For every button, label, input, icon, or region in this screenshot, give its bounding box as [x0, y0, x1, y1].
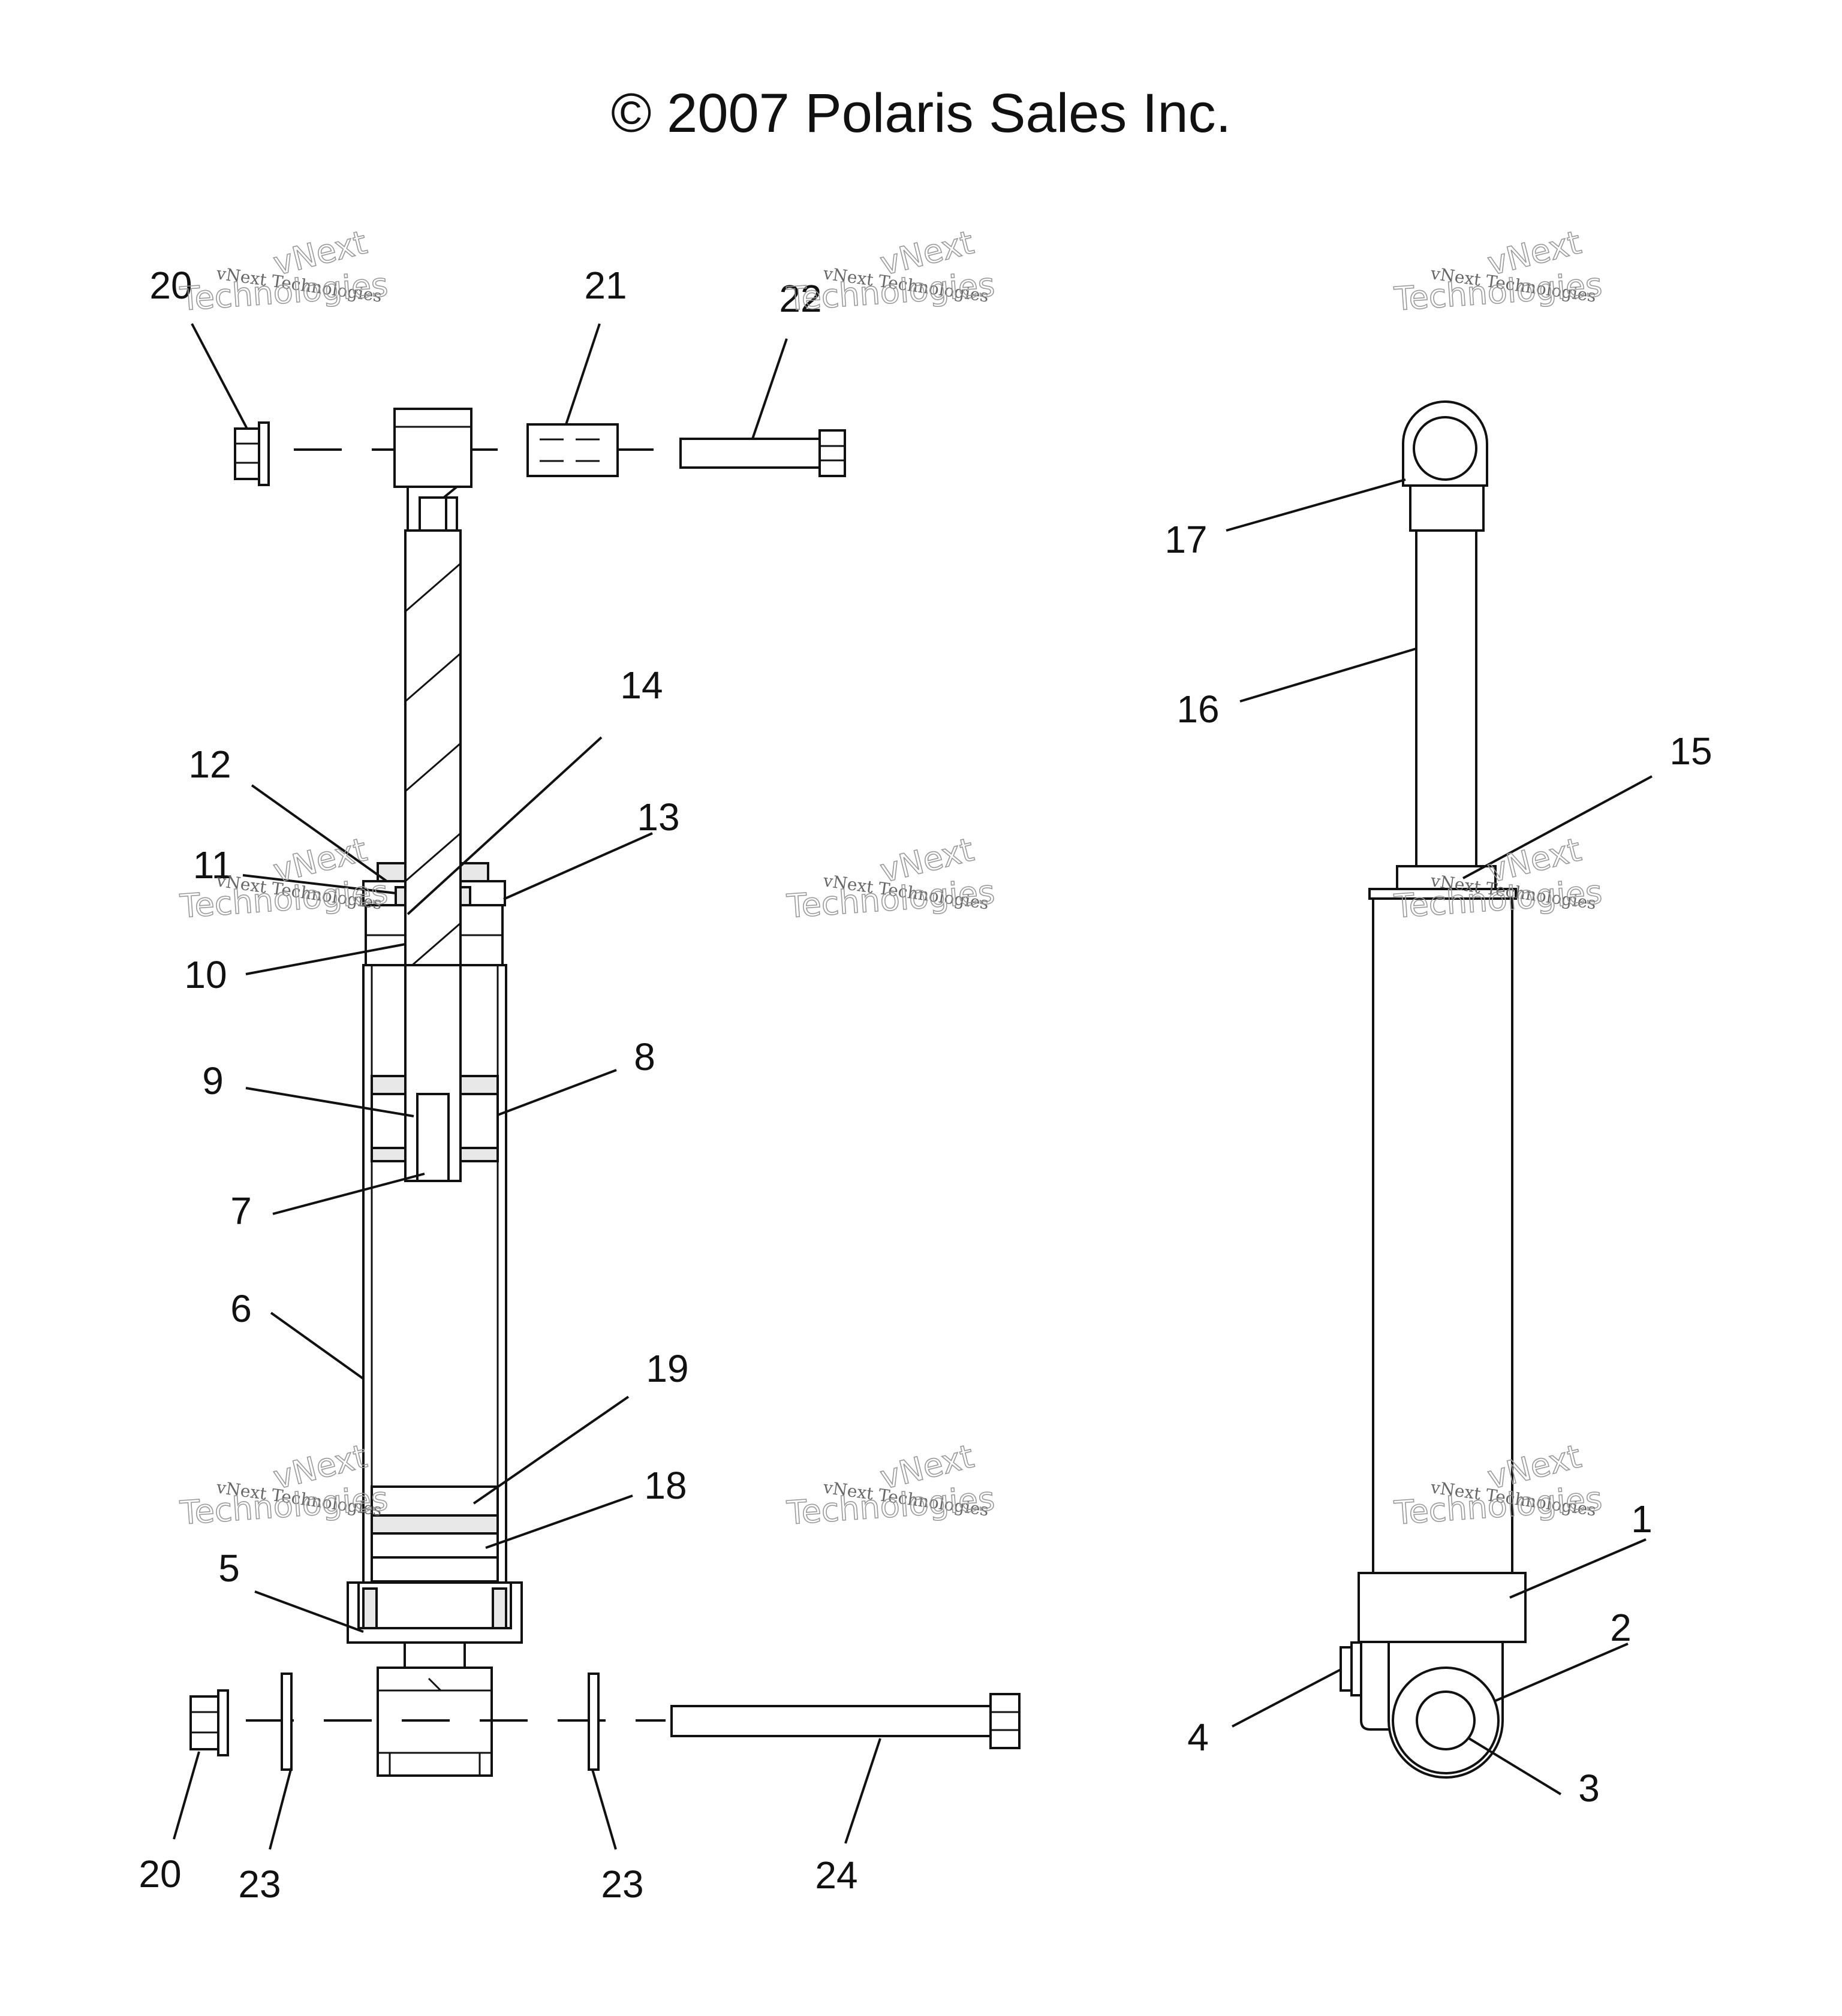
callout-20-bottom: 20	[139, 1852, 181, 1896]
part-20-top-nut	[234, 421, 270, 486]
svg-text:Technologies: Technologies	[1393, 266, 1603, 318]
svg-text:Technologies: Technologies	[179, 266, 389, 318]
callout-10: 10	[184, 953, 227, 996]
callout-2: 2	[1610, 1606, 1632, 1649]
callout-1: 1	[1631, 1497, 1653, 1541]
copyright-title: © 2007 Polaris Sales Inc.	[611, 83, 1231, 144]
callout-18: 18	[644, 1464, 687, 1507]
svg-text:Technologies: Technologies	[785, 873, 996, 925]
callout-24: 24	[815, 1854, 857, 1897]
callout-5: 5	[218, 1547, 240, 1590]
watermark: vNext Technologies vNext Technologies	[785, 1437, 997, 1533]
callout-13: 13	[637, 795, 679, 839]
part-23-washer-right	[588, 1673, 600, 1771]
callout-6: 6	[230, 1287, 252, 1330]
part-16-shaft	[1415, 529, 1477, 867]
svg-text:Technologies: Technologies	[179, 1479, 389, 1532]
callout-20-top: 20	[149, 264, 192, 307]
watermark: vNext Technologies vNext Technologies	[785, 223, 997, 319]
part-17-top-eye	[1402, 400, 1488, 532]
callout-23-right: 23	[601, 1863, 643, 1906]
part-1-body	[1372, 897, 1513, 1574]
part-22-top-bolt	[679, 429, 846, 477]
part-21-bushing	[526, 423, 619, 477]
top-clevis	[393, 408, 472, 532]
callout-3: 3	[1578, 1767, 1600, 1810]
floating-piston	[371, 1485, 499, 1583]
callout-7: 7	[230, 1189, 252, 1232]
piston-assembly	[371, 1075, 499, 1182]
callout-16: 16	[1176, 688, 1219, 731]
leader-lines	[173, 323, 1653, 1850]
svg-text:Technologies: Technologies	[785, 1479, 996, 1532]
callout-12: 12	[188, 743, 231, 786]
watermark: vNext Technologies vNext Technologies	[785, 830, 997, 926]
watermark: vNext Technologies vNext Technologies	[1392, 223, 1604, 319]
callout-9: 9	[202, 1059, 224, 1102]
assembled-shock	[1340, 400, 1527, 1779]
part-2-bottom-eye	[1387, 1641, 1504, 1779]
part-4-valve	[1340, 1641, 1362, 1696]
watermark: vNext Technologies vNext Technologies	[178, 1437, 390, 1533]
callout-23-left: 23	[238, 1863, 281, 1906]
part-3-bushing	[1416, 1690, 1476, 1750]
callout-8: 8	[634, 1035, 655, 1078]
callout-17: 17	[1164, 518, 1207, 561]
part-23-washer-left	[281, 1673, 293, 1771]
callout-15: 15	[1669, 730, 1712, 773]
exploded-shock-assembly	[189, 408, 1021, 1777]
callout-11: 11	[193, 843, 233, 887]
callout-22: 22	[779, 277, 821, 320]
callout-21: 21	[584, 264, 627, 307]
callout-19: 19	[646, 1347, 688, 1390]
callout-labels: 1 2 3 4 5 6 7 8 9 10 11 12 13 14 15 16 1…	[139, 264, 1712, 1906]
svg-text:Technologies: Technologies	[785, 266, 996, 318]
part-5-end-cap	[347, 1581, 523, 1671]
callout-14: 14	[620, 664, 663, 707]
callout-4: 4	[1187, 1716, 1209, 1759]
watermark: vNext Technologies vNext Technologies	[178, 223, 390, 319]
part-24-bottom-bolt	[670, 1693, 1021, 1749]
part-20-bottom-nut	[189, 1689, 229, 1756]
